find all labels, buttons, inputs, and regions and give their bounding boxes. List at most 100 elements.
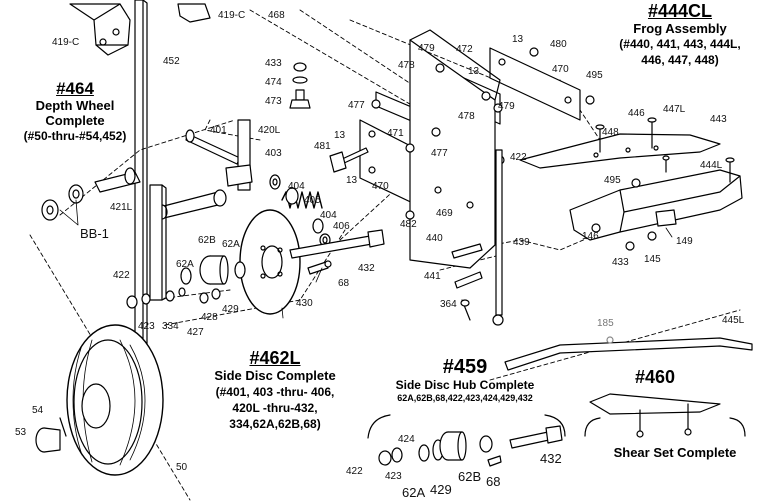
assembly-462l-title: #462L Side Disc Complete (#401, 403 -thr… <box>190 348 360 432</box>
part-label: 472 <box>456 44 473 55</box>
part-label: 429 <box>430 482 452 497</box>
part-label: 480 <box>550 39 567 50</box>
part-label: 441 <box>424 271 441 282</box>
assembly-444cl-contents-1: (#440, 441, 443, 444L, <box>619 37 741 51</box>
part-label: 495 <box>586 70 603 81</box>
part-label: 447L <box>663 104 686 115</box>
bolt-441 <box>454 271 483 289</box>
part-label: 50 <box>176 462 188 473</box>
assembly-444cl-title: #444CL Frog Assembly (#440, 441, 443, 44… <box>600 2 760 68</box>
depth-wheel-50 <box>66 324 164 476</box>
part-label: 471 <box>387 128 404 139</box>
part-label: 422 <box>346 466 363 477</box>
part-label: 495 <box>604 175 621 186</box>
side-disc-430 <box>239 209 301 315</box>
assembly-460-name: Shear Set Complete <box>613 445 737 460</box>
part-label: 473 <box>265 96 282 107</box>
assembly-464-name2: Complete <box>45 113 105 128</box>
washers-404-406 <box>285 187 331 247</box>
axle-stub <box>156 189 227 220</box>
part-label: 439 <box>513 237 530 248</box>
plate-470-upper <box>489 47 581 121</box>
assembly-464-name: Depth Wheel <box>35 98 115 113</box>
bolt-481 <box>329 147 369 173</box>
part-label: 468 <box>268 10 285 21</box>
bracket-421l <box>149 184 167 301</box>
part-label: 452 <box>163 56 180 67</box>
part-label: 13 <box>334 130 346 141</box>
blade-447l <box>519 133 721 169</box>
rod-439 <box>492 149 504 326</box>
frog-small-hardware <box>591 178 677 251</box>
part-label: 421L <box>110 202 133 213</box>
part-label: 429 <box>222 304 239 315</box>
part-label: 433 <box>265 58 282 69</box>
part-label: 422 <box>113 270 130 281</box>
part-label: 423 <box>138 321 155 332</box>
assembly-460-number-wrap: #460 <box>600 367 710 387</box>
assembly-464-number: #464 <box>56 79 94 98</box>
part-label: 443 <box>710 114 727 125</box>
washer-403 <box>269 174 281 190</box>
part-label: 446 <box>628 108 645 119</box>
assembly-459-name: Side Disc Hub Complete <box>395 378 535 392</box>
part-label: 404 <box>288 181 305 192</box>
part-label: 477 <box>348 100 365 111</box>
part-label: BB-1 <box>80 226 109 241</box>
part-label: 479 <box>498 101 515 112</box>
part-label: 478 <box>398 60 415 71</box>
assembly-462l-number: #462L <box>249 348 301 368</box>
axle-assembly <box>41 167 141 221</box>
pin-364 <box>460 299 471 321</box>
assembly-444cl-name: Frog Assembly <box>633 21 727 36</box>
part-label: 403 <box>265 148 282 159</box>
assembly-460-number: #460 <box>634 367 676 387</box>
part-label: 405 <box>304 195 321 206</box>
shank-444l <box>569 169 743 241</box>
part-label: 419-C <box>52 37 80 48</box>
part-label: 479 <box>418 43 435 54</box>
bolts-443-446 <box>595 117 735 183</box>
part-label: 469 <box>436 208 453 219</box>
part-label: 62A <box>222 239 240 250</box>
part-label: 62A <box>176 259 194 270</box>
part-label: 477 <box>431 148 448 159</box>
part-label: 68 <box>338 278 350 289</box>
part-label: 185 <box>597 318 614 329</box>
part-label: 62B <box>458 469 482 484</box>
bolt-432 <box>289 229 385 259</box>
assembly-444cl-number: #444CL <box>647 1 713 21</box>
part-label: 149 <box>676 236 693 247</box>
shear-set-460 <box>584 393 746 438</box>
part-label: 470 <box>372 181 389 192</box>
part-label: 448 <box>602 127 619 138</box>
frog-469 <box>409 29 501 269</box>
assembly-462l-contents-3: 334,62A,62B,68) <box>229 417 321 431</box>
hardware-stack-433 <box>289 62 311 109</box>
assembly-464-title: #464 Depth Wheel Complete (#50-thru-#54,… <box>10 80 140 144</box>
assembly-462l-contents-1: (#401, 403 -thru- 406, <box>215 385 335 399</box>
part-label: 474 <box>265 77 282 88</box>
part-label: 62B <box>198 235 216 246</box>
part-label: 428 <box>201 312 218 323</box>
part-label: 404 <box>320 210 337 221</box>
assembly-464-contents: (#50-thru-#54,452) <box>23 129 127 143</box>
part-label: 62A <box>402 485 426 500</box>
part-label: 427 <box>187 327 204 338</box>
part-label: 423 <box>385 471 402 482</box>
bolt-68 <box>307 260 332 275</box>
part-label: 146 <box>582 231 599 242</box>
frame-bracket-419c-right <box>177 3 211 23</box>
part-label: 334 <box>162 321 179 332</box>
assembly-462l-name: Side Disc Complete <box>214 368 336 383</box>
hub-exploded-459 <box>367 414 566 467</box>
rod-445l <box>504 336 753 371</box>
part-label: 401 <box>210 125 227 136</box>
upright-452 <box>134 0 148 371</box>
hub-parts-left <box>126 255 246 309</box>
part-label: 68 <box>486 474 501 489</box>
assembly-459-contents: 62A,62B,68,422,423,424,429,432 <box>397 393 533 403</box>
part-label: 432 <box>358 263 375 274</box>
part-label: 445L <box>722 315 745 326</box>
